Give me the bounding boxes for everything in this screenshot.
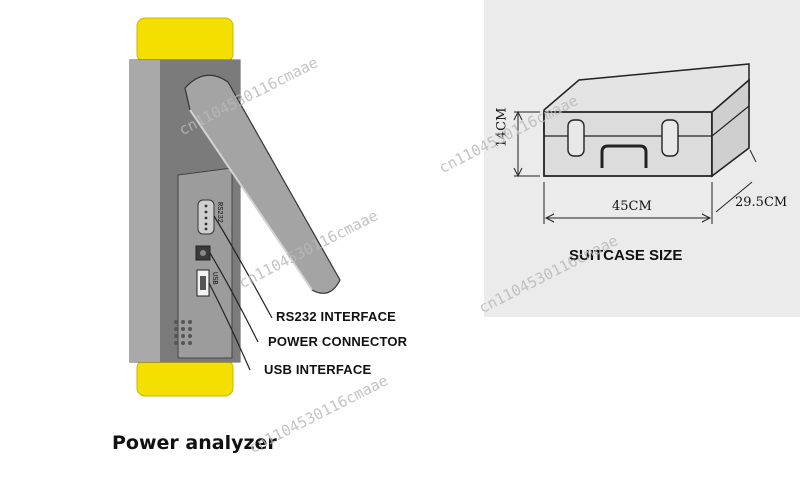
power-connector-label: POWER CONNECTOR [268,334,408,349]
speaker-grille [174,320,192,345]
usb-interface-label: USB INTERFACE [264,362,372,377]
suitcase-depth-label: 29.5CM [735,195,788,210]
rs232-interface-label: RS232 INTERFACE [276,309,397,324]
bottom-bumper [136,359,234,397]
suitcase-drawing [513,63,757,224]
suitcase-width-label: 45CM [612,199,652,214]
usb-port-label: USB [210,272,218,285]
flip-stand [184,74,341,294]
left-latch [567,119,585,157]
suitcase-size-title: SUITCASE SIZE [569,247,683,264]
right-latch [661,119,679,157]
top-bumper [136,17,234,63]
callout-lines [208,215,273,371]
suitcase-handle [600,144,648,168]
caption: Power analyzer [112,432,277,454]
power-analyzer-illustration: RS232 USB [129,17,341,397]
side-panel [177,167,233,359]
rs232-port-label: RS232 [215,202,223,223]
